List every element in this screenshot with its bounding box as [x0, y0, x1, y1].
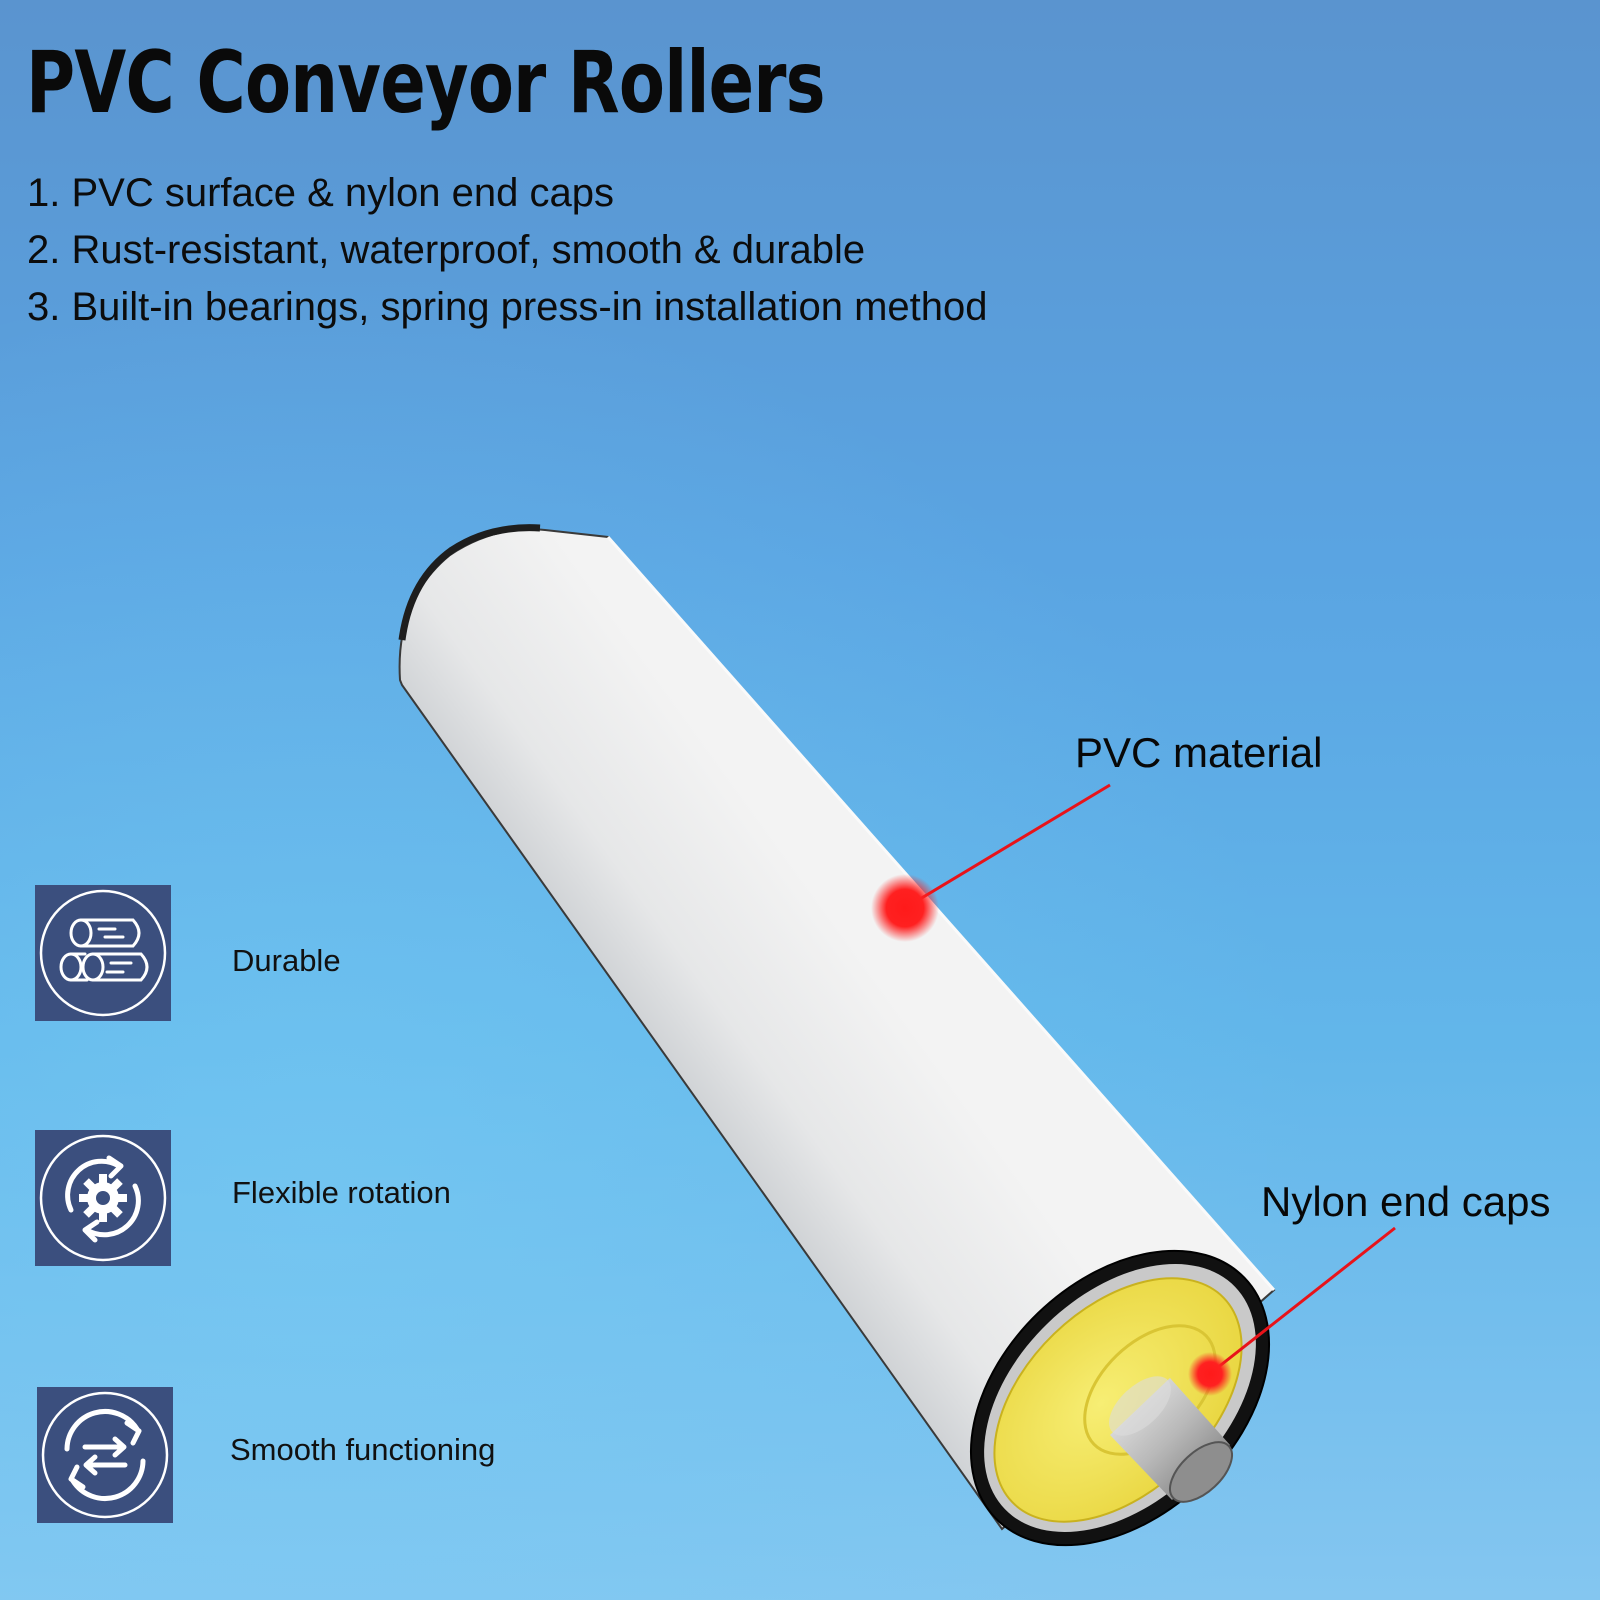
feature-list: 1. PVC surface & nylon end caps 2. Rust-…: [27, 165, 988, 336]
feature-item: 1. PVC surface & nylon end caps: [27, 171, 614, 215]
smooth-functioning-icon-box: [37, 1387, 173, 1523]
nylon-callout-dot: [1188, 1352, 1232, 1396]
pvc-material-label: PVC material: [1075, 729, 1323, 776]
logs-icon: [39, 889, 167, 1017]
durable-label: Durable: [232, 943, 341, 978]
nylon-end-caps-label: Nylon end caps: [1261, 1178, 1551, 1225]
gear-rotation-icon: [39, 1134, 167, 1262]
flexible-rotation-icon-box: [35, 1130, 171, 1266]
smooth-functioning-label: Smooth functioning: [230, 1432, 496, 1467]
nylon-callout-line: [1211, 1226, 1396, 1374]
pvc-callout-dot: [871, 874, 939, 942]
flexible-rotation-label: Flexible rotation: [232, 1175, 451, 1210]
swap-arrows-icon: [41, 1391, 169, 1519]
durable-icon-box: [35, 885, 171, 1021]
page-title: PVC Conveyor Rollers: [26, 33, 826, 133]
feature-item: 2. Rust-resistant, waterproof, smooth & …: [27, 228, 866, 272]
feature-item: 3. Built-in bearings, spring press-in in…: [27, 285, 988, 329]
pvc-callout-line: [909, 783, 1111, 907]
